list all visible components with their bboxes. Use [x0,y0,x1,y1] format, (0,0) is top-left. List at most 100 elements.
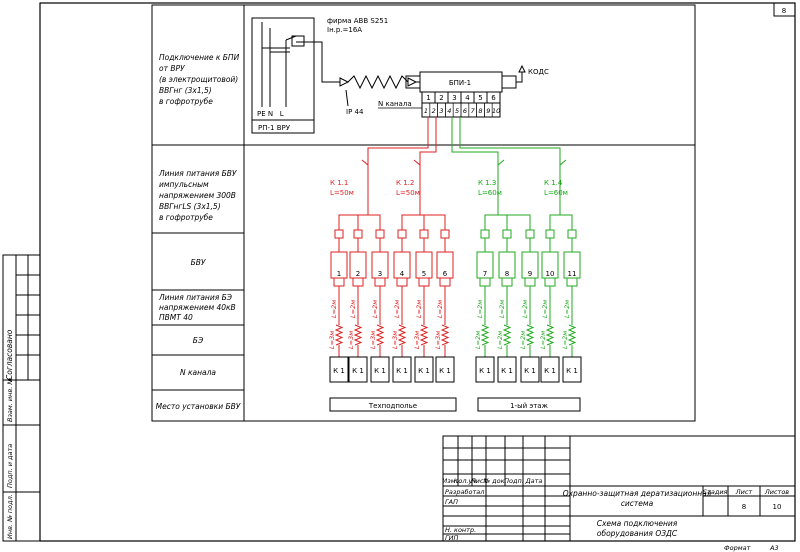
be-element-zigzag [375,324,385,346]
location-first-floor: 1-ый этаж [510,402,548,410]
be-element-zigzag [525,324,535,346]
vru-breaker: фирма ABB S251 [327,17,388,25]
be-element-length: L=2м [496,331,504,349]
location-box-first-floor [477,397,581,412]
bvu-base [418,277,430,287]
bvu-base [333,277,345,287]
bvu-unit: 2L=2мL=3мК 1 [347,229,368,383]
be-element-zigzag [353,324,363,346]
drawing-name-line1: Схема подключения [597,519,678,528]
cable-4-length: L=60м [544,189,568,197]
bvu-number: 9 [528,270,532,278]
vru-current: Iн.р.=16А [327,26,362,34]
row-label-be-line: Линия питания БЭ напряжением 40кВ ПВМТ 4… [158,293,236,322]
bvu-unit: 7L=2мL=2мК 1 [474,229,495,383]
bvu-connector [375,229,385,239]
cable-1-length: L=50м [330,189,354,197]
bpi-channel: N канала [378,100,412,108]
feeder-green [451,117,567,190]
bvu-number: 2 [356,270,360,278]
title-block-role: Разработал [445,488,484,496]
channel-box [540,356,560,383]
bvu-connector [440,229,450,239]
bpi-bottom-terminal-label: 4 [447,107,451,115]
title-block-role: ГАП [445,498,458,506]
feeder-red [361,117,437,190]
outer-border [39,2,796,542]
be-element-length: L=3м [391,331,399,349]
be-element-zigzag [545,324,555,346]
title-block-header: Кол.уч [454,477,477,485]
bvu-connector [334,229,344,239]
stamp-inv-orig: Инв. № подл. [6,494,14,539]
bpi-kods: КОДС [528,68,549,76]
be-element-zigzag [567,324,577,346]
bvu-base [501,277,513,287]
svg-text:напряжением 300В: напряжением 300В [159,191,236,200]
bvu-number: 6 [443,270,448,278]
bpi-bottom-terminal-label: 1 [424,107,428,115]
cable-1-name: К 1.1 [330,179,348,187]
channel-box [435,356,455,383]
format-label: Формат [724,544,751,552]
stamp-sign-date: Подп. и дата [6,444,14,488]
bvu-base [566,277,578,287]
sheet-value: 8 [742,503,746,511]
title-block-role: Н. контр. [445,526,476,534]
channel-label: К 1 [501,367,513,375]
be-element-zigzag [334,324,344,346]
bvu-unit: 9L=2мL=2мК 1 [519,229,540,383]
title-block-header: Лист [470,477,488,485]
cable-2-name: К 1.2 [396,179,414,187]
stamp-replace-inv: Взам. инв. № [6,378,14,422]
channel-label: К 1 [374,367,386,375]
channel-box [475,356,495,383]
svg-text:ВВГнг (3х1,5): ВВГнг (3х1,5) [159,86,212,95]
row-label-location: Место установки БВУ [156,402,241,411]
sheet-number: 8 [782,7,786,15]
channel-box [348,356,368,383]
bvu-base [374,277,386,287]
bvu-connector [525,229,535,239]
vru-terminals: PE N L [257,110,284,118]
cable-3-length: L=60м [478,189,502,197]
bpi-name: БПИ-1 [449,79,471,87]
channel-box [370,356,390,383]
bvu-number: 7 [483,270,487,278]
channel-label: К 1 [479,367,491,375]
cable-4-name: К 1.4 [544,179,563,187]
bvu-connector [419,229,429,239]
be-line-length: L=2м [436,300,444,318]
bpi-bottom-terminal-cell [491,102,501,118]
bpi-bottom-terminal-label: 8 [478,107,482,115]
bpi-top-terminal-label: 4 [465,94,470,102]
be-element-zigzag [502,324,512,346]
bvu-number: 3 [378,270,382,278]
bvu-unit: 6L=2мL=3мК 1 [434,229,455,383]
ip-rating: IP 44 [346,108,364,116]
bvu-number: 11 [568,270,577,278]
row-label-channel: N канала [180,368,216,377]
row-label-connection: Подключение к БПИ от ВРУ (в электрощитов… [159,53,240,106]
sheets-label: Листов [764,488,789,496]
bvu-base [396,277,408,287]
svg-text:Подключение к БПИ: Подключение к БПИ [159,53,240,62]
svg-text:в гофротрубе: в гофротрубе [159,97,213,106]
svg-text:в гофротрубе: в гофротрубе [159,213,213,222]
svg-text:(в электрощитовой): (в электрощитовой) [159,75,238,84]
stamp-agreed: Согласовано [5,329,14,380]
sheet-label: Лист [735,488,753,496]
title-block-header: Изм. [442,477,457,485]
channel-label: К 1 [544,367,556,375]
be-element-length: L=2м [474,331,482,349]
bvu-unit: 4L=2мL=3мК 1 [391,229,412,383]
bvu-unit: 5L=2мL=3мК 1 [413,229,434,383]
be-line-length: L=2м [330,300,338,318]
supply-cable [296,41,420,107]
bvu-number: 5 [422,270,426,278]
title-block-grid [442,435,796,542]
svg-text:Линия питания БВУ: Линия питания БВУ [158,169,237,178]
be-line-length: L=2м [476,300,484,318]
